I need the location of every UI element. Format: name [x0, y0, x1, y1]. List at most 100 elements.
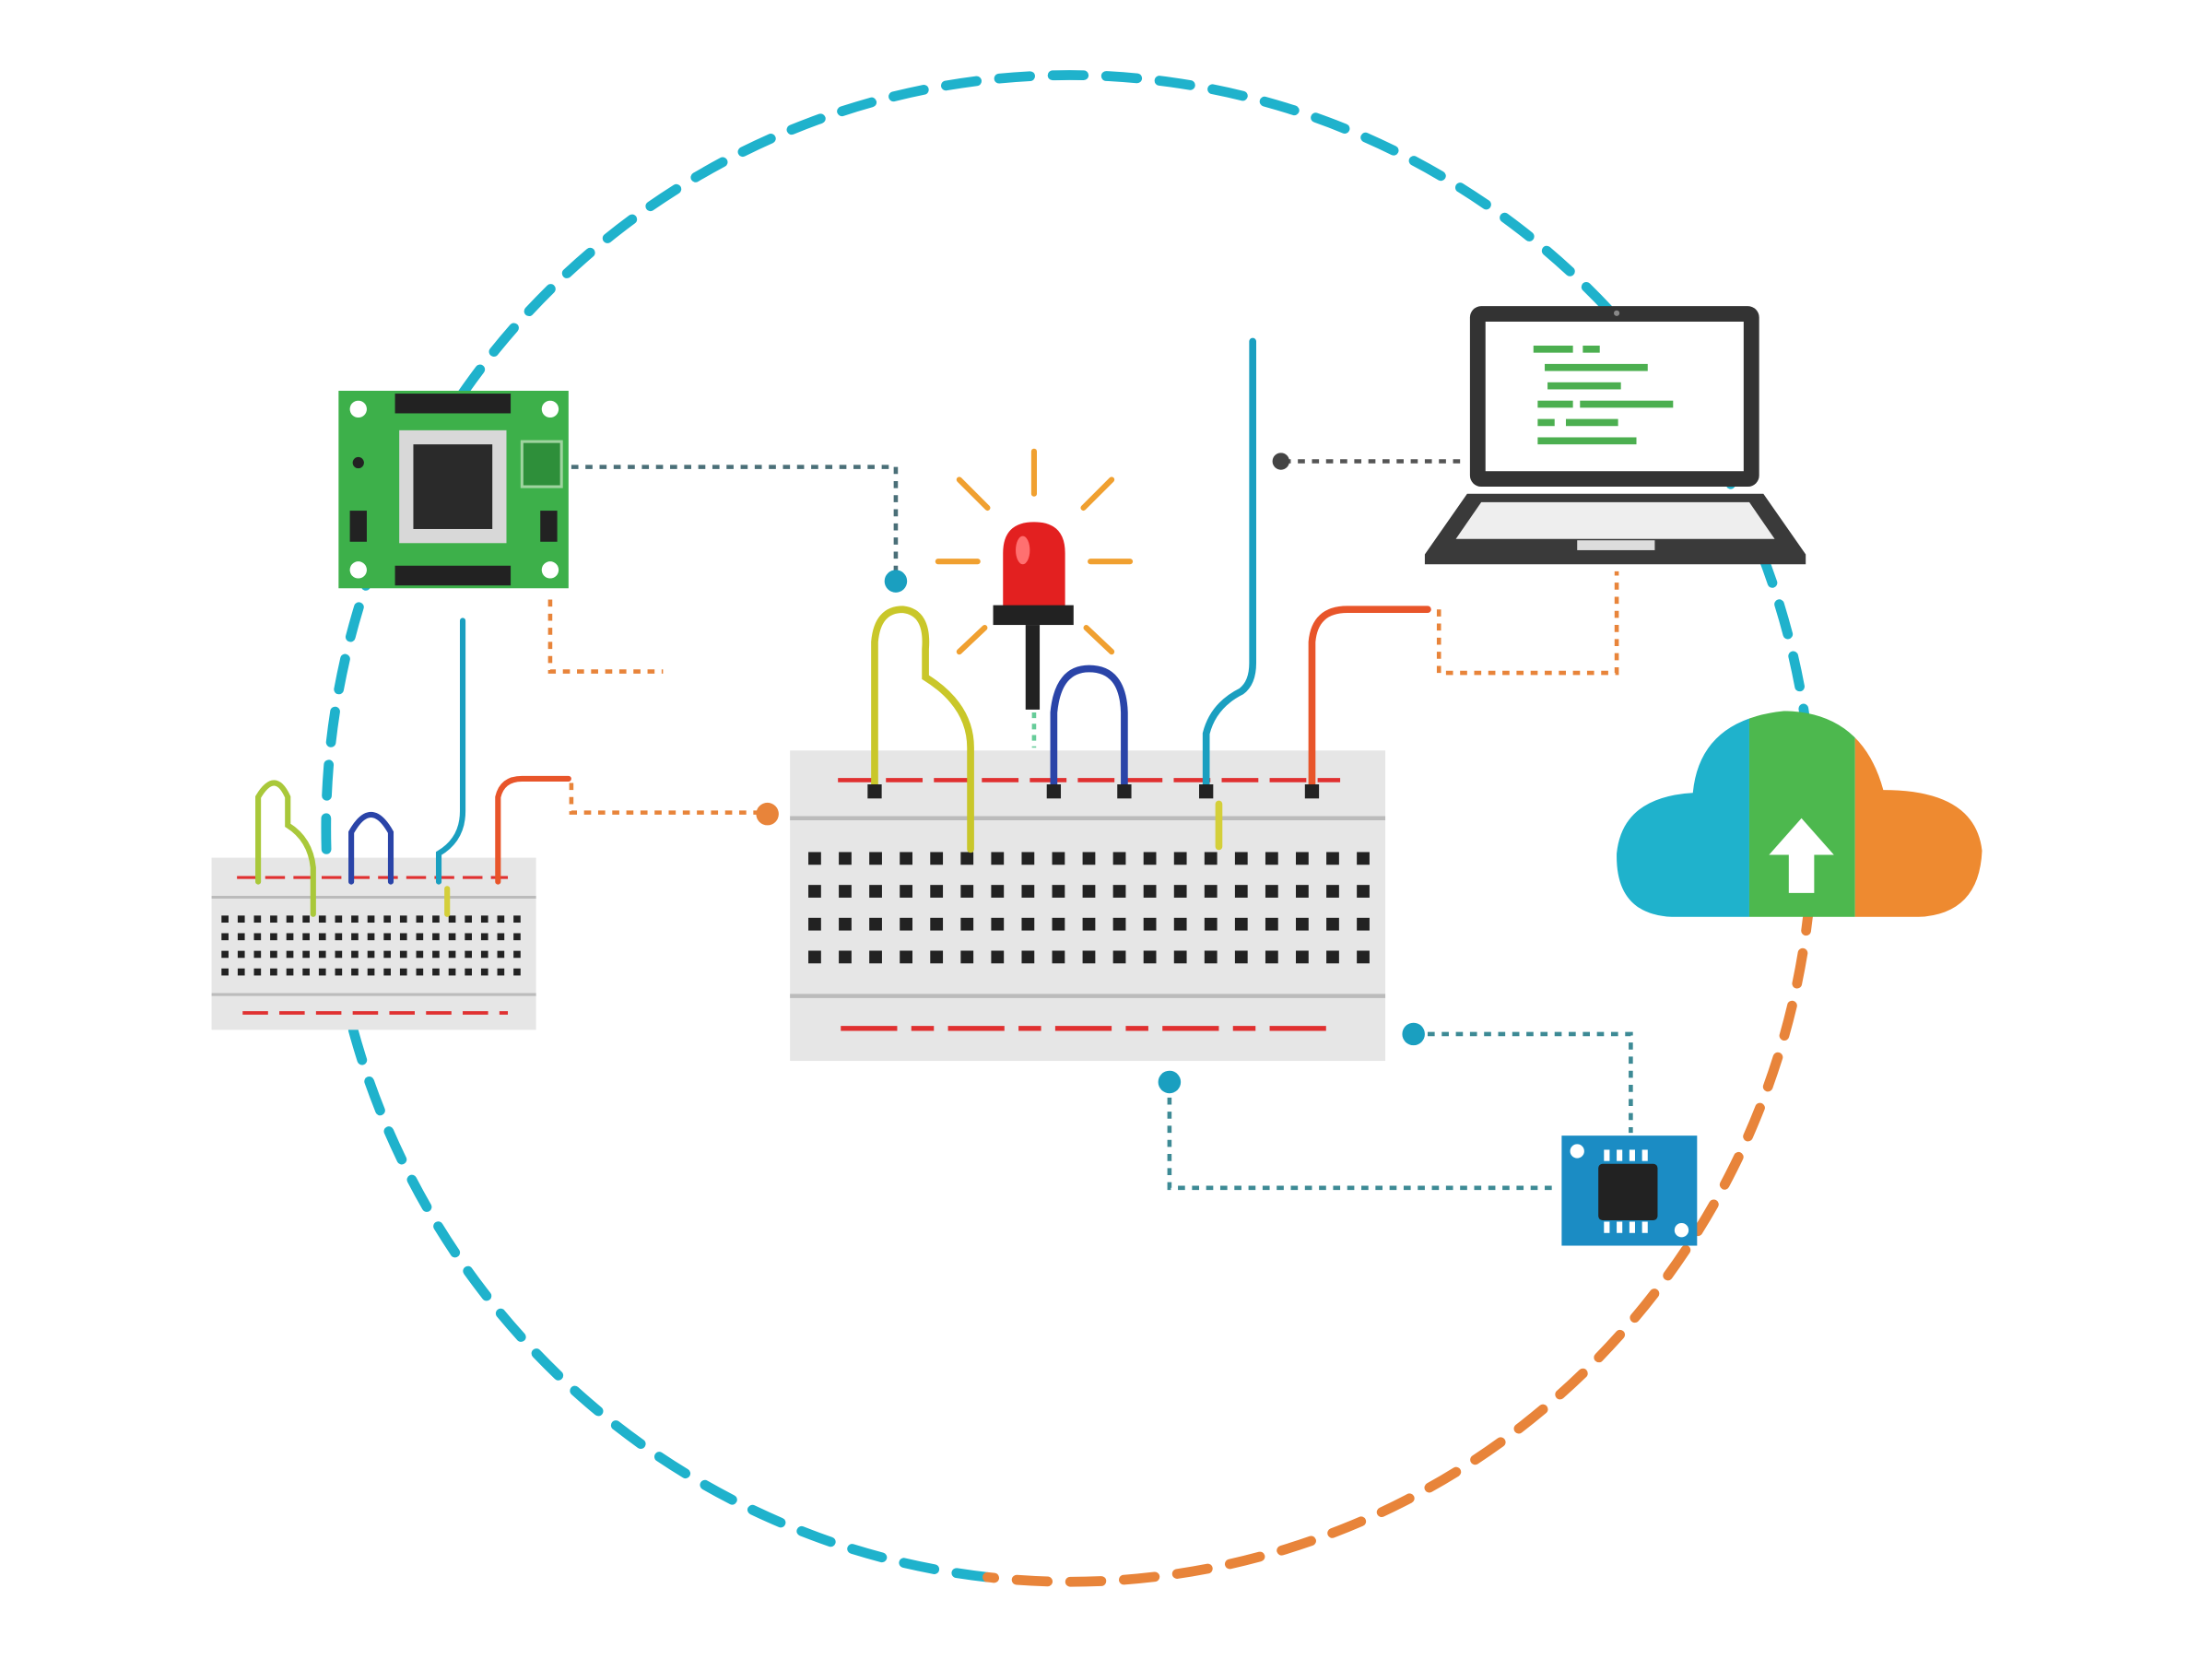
breadboard-hole [1112, 885, 1126, 898]
breadboard-hole [383, 968, 391, 976]
laptop-code-icon [1424, 306, 1806, 565]
breadboard-hole [497, 915, 505, 924]
breadboard-hole [416, 933, 424, 941]
breadboard-hole [839, 885, 852, 898]
breadboard-hole [513, 968, 521, 976]
breadboard-hole [1082, 917, 1096, 931]
breadboard-hole [869, 852, 882, 865]
breadboard-hole [1326, 852, 1339, 865]
breadboard-hole [1082, 950, 1096, 964]
breadboard-hole [1296, 885, 1309, 898]
breadboard-hole [839, 852, 852, 865]
breadboard-hole [351, 915, 359, 924]
breadboard-hole [900, 885, 912, 898]
breadboard-hole [1052, 950, 1065, 964]
breadboard-hole [286, 950, 294, 959]
breadboard-hole [335, 968, 343, 976]
breadboard-hole [253, 933, 262, 941]
breadboard-hole [1296, 852, 1309, 865]
breadboard-hole [1204, 885, 1218, 898]
breadboard-hole [448, 950, 456, 959]
breadboard-hole [1234, 950, 1248, 964]
breadboard-hole [869, 950, 882, 964]
breadboard-hole [1234, 917, 1248, 931]
led-light-icon [935, 448, 1134, 748]
upload-arrow-icon [1769, 818, 1834, 893]
breadboard-hole [839, 950, 852, 964]
breadboard-hole [497, 933, 505, 941]
wire-yellow [871, 606, 974, 853]
breadboard-hole [1143, 950, 1157, 964]
breadboard-hole [383, 950, 391, 959]
breadboard-hole [513, 950, 521, 959]
breadboard-hole [1021, 917, 1035, 931]
breadboard-hole [367, 968, 375, 976]
breadboard-hole [1021, 950, 1035, 964]
breadboard-hole [1357, 917, 1370, 931]
connector-dot [756, 802, 779, 826]
breadboard-hole [1357, 885, 1370, 898]
breadboard-hole [399, 915, 407, 924]
wire-blue [348, 812, 394, 885]
breadboard-hole [237, 933, 245, 941]
breadboard-hole [399, 933, 407, 941]
connectors [547, 453, 1633, 1191]
wire-orange [1308, 606, 1431, 791]
breadboard-hole [808, 950, 821, 964]
breadboard-hole [1326, 885, 1339, 898]
cloud-upload-icon [1617, 711, 1983, 917]
breadboard-hole [1357, 950, 1370, 964]
breadboard-hole [448, 968, 456, 976]
breadboard-hole [1082, 885, 1096, 898]
chip-icon [1561, 1135, 1698, 1246]
breadboard-hole [286, 968, 294, 976]
breadboard-hole [480, 915, 488, 924]
small-wires [255, 618, 571, 917]
breadboard-hole [1265, 885, 1278, 898]
breadboard-hole [1112, 917, 1126, 931]
breadboard-hole [432, 950, 440, 959]
breadboard-hole [839, 917, 852, 931]
breadboard-hole [960, 950, 974, 964]
breadboard-hole [930, 852, 944, 865]
breadboard-hole [991, 917, 1005, 931]
connector-dot [1402, 1022, 1425, 1046]
breadboard-hole [808, 852, 821, 865]
breadboard-hole [1204, 917, 1218, 931]
breadboard-hole [270, 933, 277, 941]
breadboard-hole [808, 885, 821, 898]
breadboard-hole [465, 950, 472, 959]
breadboard-hole [367, 915, 375, 924]
breadboard-hole [465, 915, 472, 924]
breadboard-hole [900, 852, 912, 865]
breadboard-hole [448, 915, 456, 924]
breadboard-hole [318, 950, 326, 959]
loop-arc-orange [982, 841, 1818, 1587]
breadboard-hole [237, 950, 245, 959]
breadboard-hole [1173, 917, 1187, 931]
breadboard-hole [383, 915, 391, 924]
breadboard-hole [1234, 885, 1248, 898]
breadboard-hole [221, 950, 229, 959]
breadboard-hole [1052, 852, 1065, 865]
breadboard-holes [808, 852, 1370, 964]
connector-dot [1158, 1070, 1182, 1094]
breadboard-hole [480, 950, 488, 959]
wire-teal [435, 618, 466, 885]
breadboard-hole [237, 915, 245, 924]
breadboard-hole [480, 968, 488, 976]
breadboard-hole [1143, 917, 1157, 931]
breadboard-hole [1204, 950, 1218, 964]
connector-small-main [569, 782, 762, 815]
connector-laptop-orange [1436, 571, 1619, 676]
breadboard-hole [1143, 852, 1157, 865]
breadboard-hole [930, 917, 944, 931]
breadboard-hole [869, 917, 882, 931]
breadboard-hole [1173, 852, 1187, 865]
breadboard-hole [335, 950, 343, 959]
breadboard-hole [270, 950, 277, 959]
breadboard-hole [991, 852, 1005, 865]
breadboard-hole [318, 933, 326, 941]
breadboard-hole [367, 950, 375, 959]
breadboard-hole [513, 915, 521, 924]
